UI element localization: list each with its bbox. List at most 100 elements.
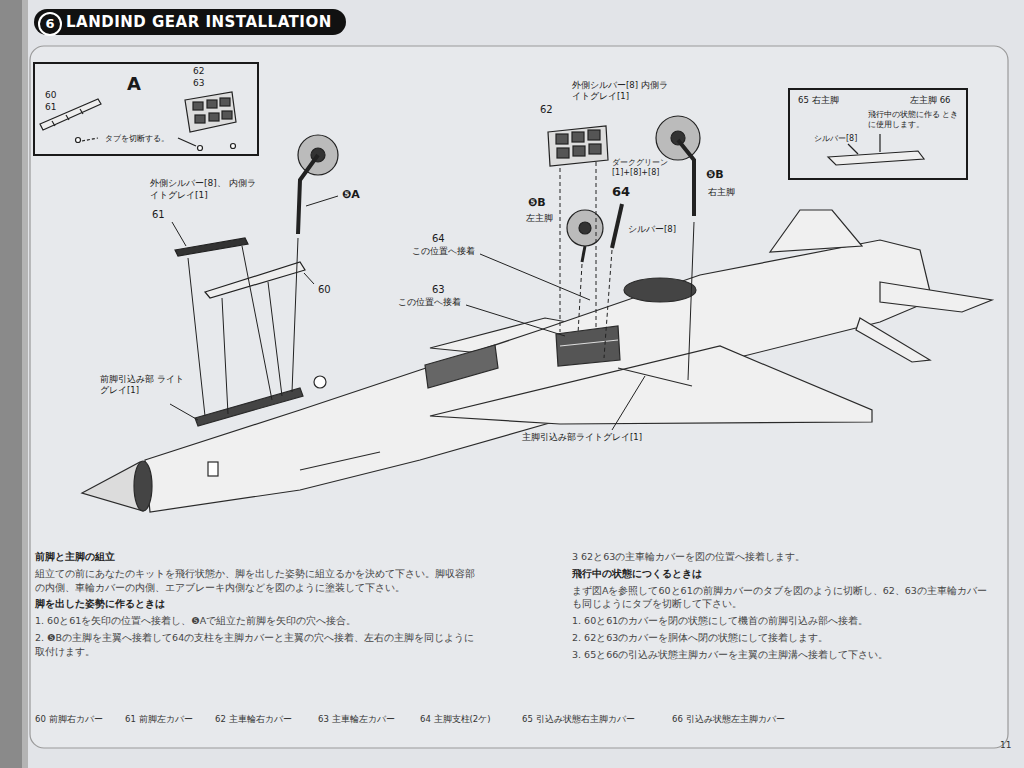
inset-label: 65 右主脚 — [798, 95, 839, 106]
instruction-text: まず図Aを参照して60と61の前脚カバーのタブを図のように切断し、62、63の主… — [572, 584, 987, 612]
leader-line — [222, 298, 228, 414]
leader-line — [604, 250, 612, 358]
instruction-text: 飛行中の状態につくるときは — [572, 567, 987, 581]
callout-label: シルバー[8] — [628, 224, 676, 235]
callout-label: ❺B — [528, 196, 546, 210]
callout-label: 62 主車輪右カバー — [215, 714, 292, 725]
inset-box: 65 右主脚左主脚 66飛行中の状態に作る ときに使用します。シルバー[8] — [788, 88, 968, 180]
instruction-text: 組立ての前にあなたのキットを飛行状態か、脚を出した姿勢に組立るかを決めて下さい。… — [35, 567, 480, 595]
inset-drawing — [178, 138, 196, 146]
inset-label: タブを切断する。 — [105, 134, 169, 144]
step-number: 6 — [38, 12, 62, 36]
instruction-text: 脚を出した姿勢に作るときは — [35, 597, 480, 611]
inset-drawing — [220, 98, 230, 106]
callout-label: 60 — [318, 283, 331, 296]
callout-label: 64 — [432, 232, 445, 245]
inset-label: シルバー[8] — [814, 134, 857, 144]
inset-drawing — [198, 146, 203, 151]
inset-drawing — [848, 144, 858, 154]
leader-line — [170, 162, 694, 430]
inset-label: 左主脚 66 — [910, 95, 951, 106]
part-drawing — [567, 210, 603, 246]
leader-line — [170, 404, 198, 420]
inset-box: A60616263タブを切断する。 — [33, 62, 259, 156]
aircraft-drawing — [145, 240, 932, 512]
callout-label: 64 主脚支柱(2ケ) — [420, 714, 491, 725]
inset-label: 60 — [45, 90, 56, 102]
leader-line — [688, 222, 694, 380]
inset-label: A — [127, 72, 141, 95]
callout-label: 65 引込み状態右主脚カバー — [522, 714, 635, 725]
inset-drawing — [207, 100, 217, 108]
callout-label: 61 前脚左カバー — [125, 714, 193, 725]
page-ground — [0, 0, 22, 768]
inset-drawing — [185, 92, 236, 132]
inset-drawing — [231, 144, 236, 149]
inset-label: 63 — [193, 78, 204, 90]
instruction-text: 3 62と63の主車輪カバーを図の位置へ接着します。 — [572, 550, 987, 564]
part-drawing — [588, 130, 600, 140]
title-text: LANDIND GEAR INSTALLATION — [34, 9, 346, 35]
inset-label: 61 — [45, 102, 56, 114]
part-drawing — [175, 238, 248, 256]
aircraft-drawing — [300, 452, 380, 470]
inset-drawing — [40, 99, 101, 130]
leader-line — [188, 258, 205, 416]
callout-label: 外側シルバー[8]、 内側ライトグレイ[1] — [150, 178, 262, 201]
aircraft-drawing — [134, 461, 152, 511]
callout-label: 62 — [540, 103, 553, 116]
callout-label: この位置へ接着 — [412, 246, 475, 257]
aircraft-drawing — [880, 282, 992, 312]
inset-drawing — [80, 109, 83, 114]
title-band: LANDIND GEAR INSTALLATION — [34, 9, 346, 35]
leader-line — [560, 168, 561, 332]
callout-label: 左主脚 — [526, 213, 553, 224]
leader-line — [480, 254, 590, 300]
leader-line — [306, 196, 338, 206]
part-drawing — [556, 134, 568, 144]
page-ground — [22, 0, 28, 768]
leader-line — [304, 273, 314, 284]
inset-drawing — [66, 115, 69, 120]
callout-label: 右主脚 — [708, 187, 735, 198]
aircraft-drawing — [195, 388, 303, 426]
callout-label: 63 主車輪左カバー — [318, 714, 395, 725]
leader-line — [596, 162, 597, 330]
inset-drawing — [76, 138, 81, 143]
callout-label: 63 — [432, 283, 445, 296]
inset-drawing — [195, 115, 205, 123]
instruction-text: 3. 65と66の引込み状態主脚カバーを主翼の主脚溝へ接着して下さい。 — [572, 648, 987, 662]
part-drawing — [612, 204, 622, 248]
part-drawing — [572, 132, 584, 142]
part-drawing — [557, 148, 569, 158]
aircraft-drawing — [314, 376, 326, 388]
callout-label: 61 — [152, 208, 165, 221]
callout-label: ダークグリーン [1]+[8]+[8] — [612, 158, 686, 179]
aircraft-drawing — [208, 462, 218, 476]
aircraft-drawing — [856, 318, 930, 362]
callout-label: この位置へ接着 — [398, 297, 461, 308]
part-drawing — [205, 262, 305, 298]
part-drawing — [656, 116, 700, 160]
inset-drawing — [82, 138, 98, 141]
callout-label: 64 — [612, 184, 630, 201]
callout-label: 11 — [1000, 740, 1011, 752]
aircraft-drawing — [770, 210, 862, 252]
leader-line — [172, 222, 186, 246]
callout-label: 主脚引込み部ライトグレイ[1] — [522, 432, 642, 443]
leader-line — [466, 305, 565, 336]
instruction-text: 2. ❺Bの主脚を主翼へ接着して64の支柱を主脚カバーと主翼の穴へ接着、左右の主… — [35, 631, 480, 659]
leader-line — [292, 238, 298, 392]
aircraft-drawing — [425, 345, 498, 388]
inset-drawing — [828, 151, 924, 165]
inset-drawing — [209, 113, 219, 121]
part-drawing — [298, 155, 318, 234]
callout-label: 前脚引込み部 ライトグレイ[1] — [100, 374, 186, 396]
aircraft-drawing — [82, 210, 992, 512]
part-drawing — [579, 222, 591, 234]
callout-label: 60 前脚右カバー — [35, 714, 103, 725]
instruction-column: 前脚と主脚の組立組立ての前にあなたのキットを飛行状態か、脚を出した姿勢に組立るか… — [35, 550, 480, 661]
part-drawing — [548, 126, 608, 166]
leader-line — [268, 282, 282, 396]
